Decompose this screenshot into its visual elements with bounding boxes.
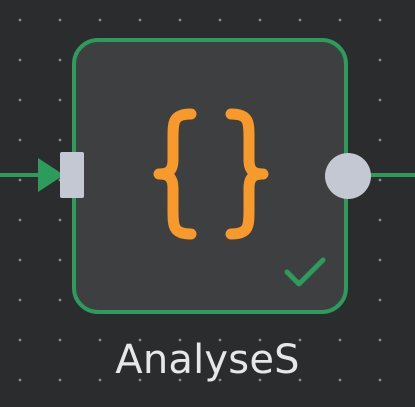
incoming-connection-line[interactable] [0,173,48,177]
outgoing-connection-line[interactable] [364,173,415,177]
curly-braces-icon [153,108,269,240]
incoming-connection-arrow-icon [38,158,64,192]
checkmark-icon [284,257,326,287]
output-port[interactable] [325,153,371,199]
input-port[interactable] [60,152,84,198]
workflow-node[interactable] [72,38,348,314]
node-label: AnalyseS [115,337,300,383]
